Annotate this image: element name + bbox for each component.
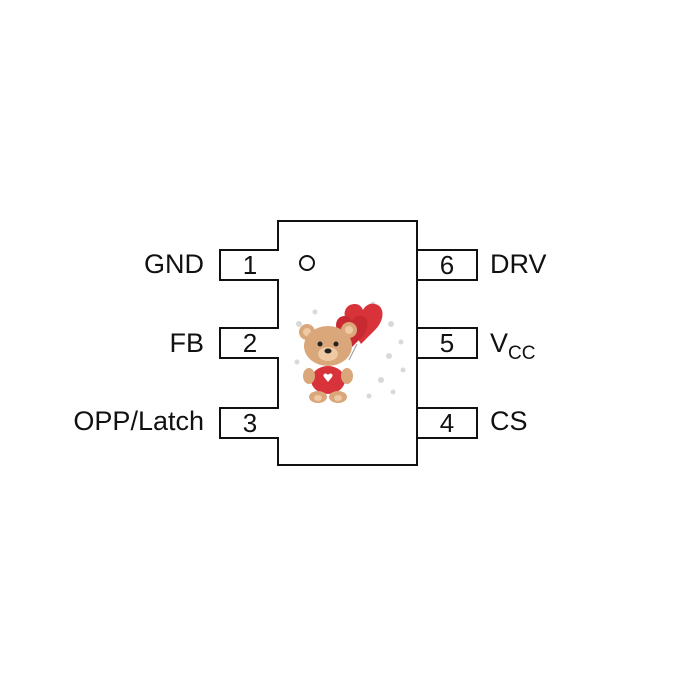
pin-5-label-subscript: CC	[508, 343, 536, 364]
pin-3-box: 3	[219, 407, 279, 439]
bear-figure	[299, 322, 357, 403]
pin-6-number: 6	[439, 249, 455, 280]
pin-2-number: 2	[242, 327, 258, 358]
pin-2-box: 2	[219, 327, 279, 359]
pin-4-label: CS	[490, 406, 528, 436]
pin-5-box: 5	[418, 327, 478, 359]
pin-1-box: 1	[219, 249, 279, 281]
pin-3-label: OPP/Latch	[73, 406, 204, 436]
pin-5-label-main: V	[490, 328, 509, 358]
pin1-marker-icon	[299, 255, 315, 271]
pin-5-label: VCC	[490, 328, 536, 364]
pin-1-label: GND	[144, 249, 204, 279]
pin-5-number: 5	[439, 327, 455, 358]
teddy-bear-illustration-icon	[294, 301, 406, 403]
pin-2-label: FB	[169, 328, 204, 358]
pin-6-label: DRV	[490, 249, 547, 279]
pin-6-box: 6	[418, 249, 478, 281]
pin-3-number: 3	[242, 407, 258, 438]
pin-4-box: 4	[418, 407, 478, 439]
pin-1-number: 1	[242, 249, 258, 280]
pin-4-number: 4	[439, 407, 455, 438]
ic-package-body	[277, 220, 418, 466]
